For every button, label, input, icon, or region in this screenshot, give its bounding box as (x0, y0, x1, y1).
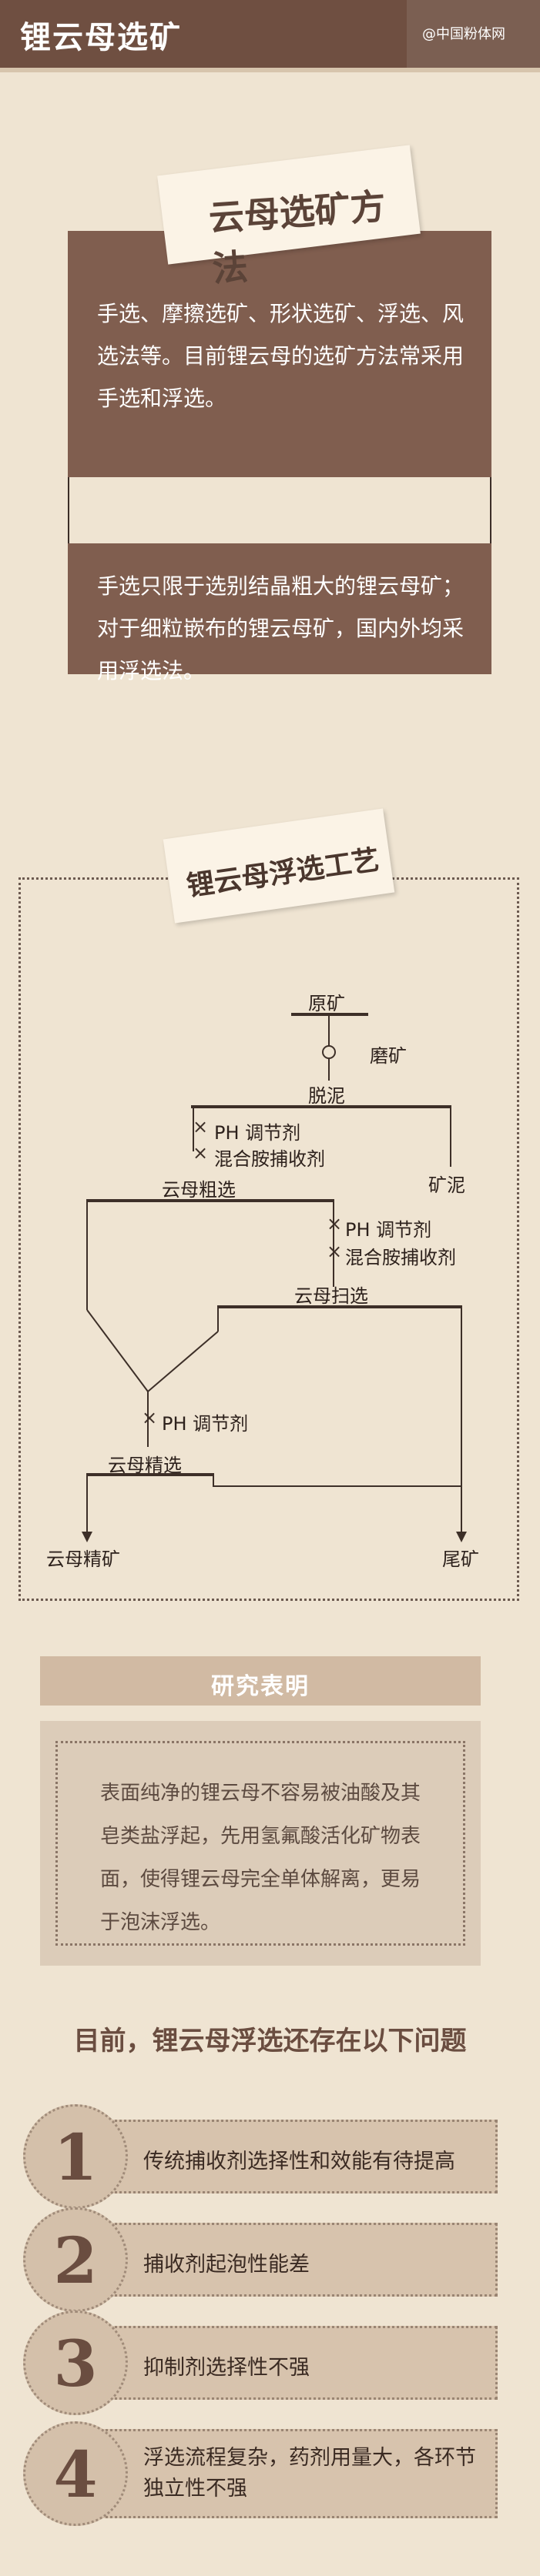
problem-text: 抑制剂选择性不强 (143, 2356, 310, 2380)
research-banner: 研究表明 (40, 1656, 481, 1706)
connector-line (68, 477, 69, 543)
line (217, 1308, 219, 1331)
bar-clean (86, 1473, 214, 1476)
reagent-amine-1: 混合胺捕收剂 (214, 1148, 325, 1170)
node-tailings: 尾矿 (442, 1549, 479, 1570)
site-logo: @中国粉体网 (422, 26, 505, 42)
node-raw-ore: 原矿 (308, 993, 345, 1014)
research-text: 表面纯净的锂云母不容易被油酸及其皂类盐浮起，先用氢氟酸活化矿物表面，使得锂云母完… (100, 1782, 421, 1934)
problem-item-1 (100, 2120, 498, 2193)
line (213, 1485, 462, 1487)
line (328, 1059, 330, 1081)
problem-number: 4 (53, 2438, 98, 2512)
line (86, 1202, 88, 1310)
problem-number: 1 (53, 2121, 98, 2195)
problem-number: 3 (53, 2327, 98, 2401)
problem-number-badge (23, 2421, 128, 2526)
methods-paragraph-1: 手选、摩擦选矿、形状选矿、浮选、风选法等。目前锂云母的选矿方法常采用手选和浮选。 (97, 301, 465, 411)
header-logo-bar (407, 0, 540, 68)
node-concentrate: 云母精矿 (46, 1549, 120, 1570)
page-title: 锂云母选矿 (20, 20, 182, 55)
dose-point-icon: × (142, 1407, 158, 1428)
problem-item-3 (100, 2326, 498, 2400)
line (450, 1108, 451, 1167)
methods-paragraph-2: 手选只限于选别结晶粗大的锂云母矿；对于细粒嵌布的锂云母矿，国内外均采用浮选法。 (97, 573, 465, 683)
methods-box-2: 手选只限于选别结晶粗大的锂云母矿；对于细粒嵌布的锂云母矿，国内外均采用浮选法。 (68, 543, 491, 683)
label-grinding: 磨矿 (370, 1045, 407, 1067)
reagent-ph-1: PH 调节剂 (214, 1122, 301, 1144)
problem-text: 浮选流程复杂，药剂用量大，各环节独立性不强 (143, 2446, 476, 2501)
problem-item-4 (100, 2429, 498, 2518)
bar-scavenge (217, 1305, 462, 1308)
header-divider (0, 68, 540, 72)
problem-number-badge (23, 2207, 128, 2312)
node-clean: 云母精选 (108, 1455, 182, 1476)
line (333, 1202, 334, 1287)
reagent-amine-2: 混合胺捕收剂 (345, 1247, 456, 1268)
line (213, 1473, 214, 1487)
bar-desliming (191, 1105, 451, 1108)
dose-point-icon: × (193, 1142, 209, 1164)
header-title-bar (0, 0, 407, 68)
problem-number: 2 (53, 2224, 98, 2298)
bar-rough (86, 1199, 334, 1202)
problems-title: 目前，锂云母浮选还存在以下问题 (73, 2026, 467, 2056)
dose-point-icon: × (193, 1116, 209, 1138)
problem-item-2 (100, 2223, 498, 2297)
line (86, 1476, 88, 1533)
reagent-ph-3: PH 调节剂 (162, 1413, 249, 1435)
connector-line (490, 477, 491, 543)
node-rough: 云母粗选 (162, 1179, 236, 1201)
line (328, 1016, 330, 1047)
node-desliming: 脱泥 (308, 1085, 345, 1107)
problem-text: 传统捕收剂选择性和效能有待提高 (143, 2150, 455, 2173)
dose-point-icon: × (327, 1241, 343, 1262)
reagent-ph-2: PH 调节剂 (345, 1219, 432, 1241)
research-box (40, 1721, 481, 1966)
dose-point-icon: × (327, 1213, 343, 1235)
bar-raw-ore (291, 1013, 368, 1016)
line (193, 1108, 194, 1151)
line (461, 1308, 462, 1476)
problem-text: 捕收剂起泡性能差 (143, 2253, 310, 2277)
node-slime: 矿泥 (428, 1174, 465, 1196)
problem-number-badge (23, 2310, 128, 2415)
methods-box: 手选、摩擦选矿、形状选矿、浮选、风选法等。目前锂云母的选矿方法常采用手选和浮选。 (68, 231, 491, 477)
research-title: 研究表明 (211, 1673, 310, 1700)
node-scavenge: 云母扫选 (294, 1285, 368, 1307)
grinding-node (322, 1045, 336, 1059)
line (461, 1476, 462, 1533)
research-box-border (55, 1741, 465, 1946)
